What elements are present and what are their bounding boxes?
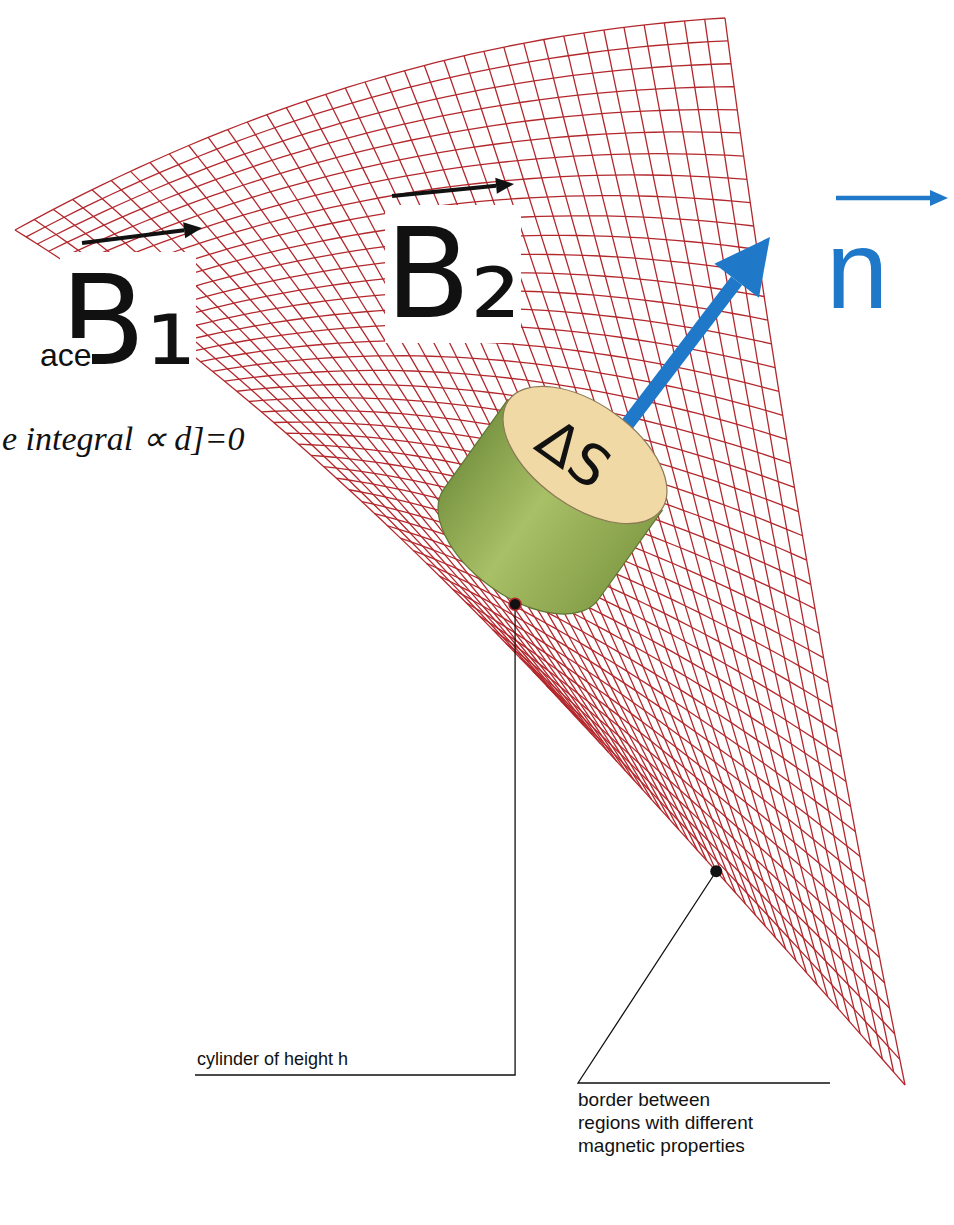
mesh-line	[247, 122, 660, 809]
mesh-line	[345, 88, 706, 861]
mesh-line	[644, 25, 860, 1034]
leader-dot	[509, 598, 521, 610]
mesh-line	[624, 27, 849, 1021]
leader-line	[195, 604, 515, 1075]
vector-mark-head	[495, 178, 514, 194]
vector-label: B₂	[385, 205, 521, 343]
vector-mark	[392, 178, 514, 196]
mesh-line	[426, 563, 855, 831]
leader-line	[578, 871, 830, 1083]
cylinder-top-face: ΔS	[477, 357, 692, 552]
vector-mark-head	[930, 190, 948, 206]
callout-text: border between regions with different ma…	[578, 1089, 766, 1157]
vector-mark-shaft	[392, 186, 496, 196]
mesh-line	[560, 700, 905, 1085]
vector-mark-shaft	[836, 196, 930, 201]
mesh-line	[725, 18, 905, 1085]
vector-mark	[836, 190, 948, 206]
formula-text: e integral ∝ d]=0	[2, 420, 244, 457]
mesh-line	[400, 538, 846, 781]
callout-text: cylinder of height h	[197, 1050, 348, 1070]
cut-text: ace	[40, 338, 92, 373]
mesh-line	[705, 19, 894, 1072]
leader-dot	[710, 865, 722, 877]
interface-mesh	[15, 18, 905, 1085]
mesh-line	[413, 551, 850, 807]
mesh-line	[228, 130, 652, 800]
vector-mark	[82, 222, 202, 243]
vector-mark-head	[183, 222, 202, 238]
ellipse-shape	[479, 359, 691, 551]
normal-vector-arrow-head	[714, 237, 770, 298]
vector-mark-shaft	[82, 230, 184, 243]
mesh-line	[365, 82, 716, 871]
figure-parts	[82, 178, 948, 1083]
normal-label: n	[826, 208, 888, 331]
